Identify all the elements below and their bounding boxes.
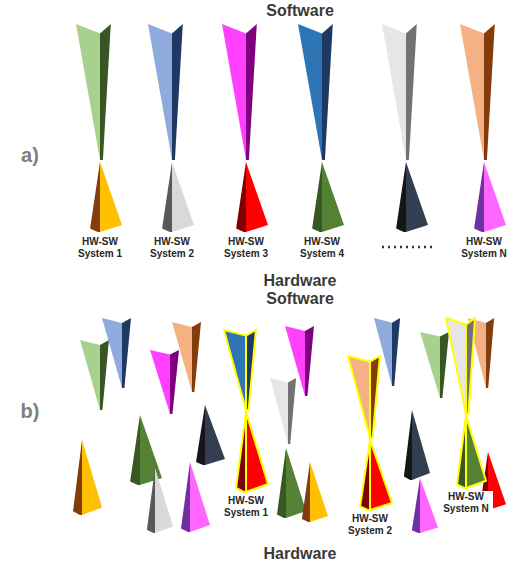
prism-face: [246, 412, 268, 492]
system-label: HW-SW System 4: [295, 236, 349, 259]
prism-face: [348, 356, 370, 438]
prism-side: [100, 24, 111, 160]
ellipsis-dots: [382, 246, 432, 249]
prism-face: [298, 24, 322, 160]
prism-side: [322, 24, 333, 160]
prism-side: [404, 410, 412, 480]
prism-face: [466, 416, 486, 488]
prism-face: [310, 462, 328, 522]
prism-side: [90, 162, 100, 232]
system-label: HW-SW System N: [439, 491, 493, 514]
prism-side: [236, 412, 246, 492]
prism-face: [286, 448, 306, 518]
prism-face: [446, 318, 466, 414]
prism-face: [102, 318, 122, 388]
prism-side: [147, 468, 155, 533]
prism-side: [484, 24, 495, 160]
system-label: HW-SW System 2: [343, 513, 397, 536]
prism-side: [246, 330, 256, 410]
prism-face: [148, 24, 172, 160]
panel-letter: b): [10, 400, 50, 423]
prism-side: [302, 462, 310, 522]
prism-side: [406, 24, 417, 160]
prism-face: [246, 162, 268, 232]
prism-side: [396, 162, 406, 232]
prism-side: [440, 332, 449, 398]
prism-side: [288, 378, 296, 444]
prism-face: [370, 440, 392, 510]
prism-side: [100, 340, 109, 410]
prism-face: [382, 24, 406, 160]
prism-face: [270, 378, 288, 444]
section-heading: Software: [240, 290, 360, 308]
system-label: HW-SW System 1: [219, 495, 273, 518]
prism-face: [150, 350, 170, 414]
prism-side: [370, 356, 380, 438]
prism-face: [222, 24, 246, 160]
system-label: HW-SW System 3: [219, 236, 273, 259]
prism-side: [486, 318, 494, 388]
prism-side: [130, 415, 140, 485]
system-label: HW-SW System 2: [145, 236, 199, 259]
prism-face: [155, 468, 173, 533]
prism-side: [170, 350, 179, 414]
prism-side: [122, 318, 131, 388]
section-heading: Hardware: [240, 545, 360, 563]
prism-face: [420, 332, 440, 398]
prism-face: [460, 24, 484, 160]
prism-face: [420, 478, 438, 533]
prism-side: [457, 416, 466, 488]
prism-face: [190, 462, 210, 532]
prism-face: [205, 405, 225, 465]
prism-side: [466, 318, 475, 414]
prism-face: [100, 162, 122, 232]
prism-side: [196, 405, 205, 465]
system-label: HW-SW System N: [457, 236, 511, 259]
prism-side: [246, 24, 257, 160]
prism-side: [392, 318, 400, 386]
prism-face: [484, 162, 506, 232]
prism-face: [322, 162, 344, 232]
prism-side: [474, 162, 484, 232]
panel-letter: a): [10, 144, 50, 167]
system-label: HW-SW System 1: [73, 236, 127, 259]
prism-face: [224, 330, 246, 410]
prism-face: [412, 410, 430, 480]
prism-side: [192, 322, 201, 392]
prism-side: [312, 162, 322, 232]
prism-side: [412, 478, 420, 533]
prism-side: [305, 326, 314, 396]
prism-face: [82, 440, 102, 515]
prism-face: [172, 162, 194, 232]
prism-side: [236, 162, 246, 232]
prism-side: [181, 462, 190, 532]
section-heading: Software: [240, 2, 360, 20]
prism-side: [172, 24, 183, 160]
prism-side: [360, 440, 370, 510]
prism-side: [277, 448, 286, 518]
prism-face: [76, 24, 100, 160]
section-heading: Hardware: [240, 272, 360, 290]
prism-side: [162, 162, 172, 232]
prism-face: [80, 340, 100, 410]
prism-side: [73, 440, 82, 515]
prism-face: [406, 162, 428, 232]
prism-face: [140, 415, 162, 485]
